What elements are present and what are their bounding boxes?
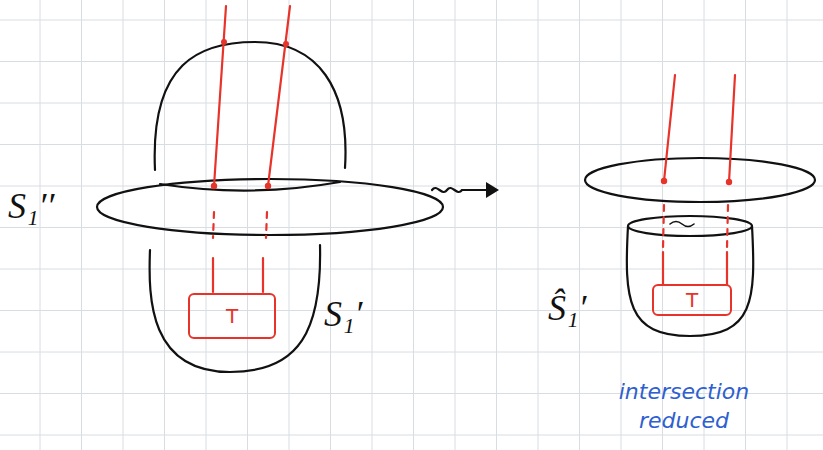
cup-surface xyxy=(627,226,753,336)
tangle-box: T xyxy=(652,284,732,316)
lid-marks xyxy=(670,222,694,227)
grid-line xyxy=(0,61,823,62)
grid-line xyxy=(413,0,414,450)
dot xyxy=(661,178,667,184)
handwritten-note: intersection reduced xyxy=(598,378,770,435)
grid-line xyxy=(247,0,248,450)
dome-surface xyxy=(155,42,346,170)
strand xyxy=(212,258,214,292)
grid-line xyxy=(0,20,823,21)
cup-surface xyxy=(150,245,321,372)
surfaces xyxy=(97,42,815,372)
surface-name: S₁′′ xyxy=(8,188,54,224)
grid-line xyxy=(164,0,165,450)
grid-line xyxy=(0,269,823,270)
grid-line xyxy=(289,0,290,450)
cup-lid xyxy=(628,216,752,236)
tangle-label: T xyxy=(226,306,238,326)
strand xyxy=(726,252,728,285)
dot xyxy=(726,179,732,185)
grid-line xyxy=(0,310,823,311)
strand xyxy=(664,75,675,181)
tangle-box: T xyxy=(188,293,276,339)
grid-line xyxy=(372,0,373,450)
strand-hidden xyxy=(266,212,267,238)
surface-name: S₁′ xyxy=(324,296,362,332)
grid-line xyxy=(206,0,207,450)
transition-arrow xyxy=(432,188,486,192)
brim-surface xyxy=(97,179,443,235)
strand-hidden xyxy=(727,205,728,248)
dot xyxy=(265,183,271,189)
strand xyxy=(214,6,226,186)
strand-hidden xyxy=(663,205,664,248)
dot xyxy=(221,39,227,45)
grid-line xyxy=(40,0,41,450)
grid-line xyxy=(0,435,823,436)
arrow-head xyxy=(486,182,499,198)
strands xyxy=(213,6,735,292)
grid-line xyxy=(0,227,823,228)
grid-line xyxy=(81,0,82,450)
strand xyxy=(262,258,264,292)
grid-line xyxy=(538,0,539,450)
grid-line xyxy=(455,0,456,450)
intersection-dots xyxy=(211,39,732,189)
grid-line xyxy=(496,0,497,450)
strand xyxy=(662,252,664,285)
surface-name: Ŝ₁′ xyxy=(548,290,586,326)
strand-hidden xyxy=(213,212,214,238)
dot xyxy=(283,41,289,47)
grid-line xyxy=(123,0,124,450)
grid-line xyxy=(0,186,823,187)
grid-line xyxy=(0,352,823,353)
dot xyxy=(211,183,217,189)
tangle-label: T xyxy=(686,290,698,310)
grid-line xyxy=(579,0,580,450)
grid-line xyxy=(330,0,331,450)
brim-surface xyxy=(585,158,815,202)
grid-line xyxy=(0,144,823,145)
grid-line xyxy=(787,0,788,450)
strand xyxy=(729,75,735,182)
strand xyxy=(268,6,290,186)
grid-line xyxy=(0,103,823,104)
